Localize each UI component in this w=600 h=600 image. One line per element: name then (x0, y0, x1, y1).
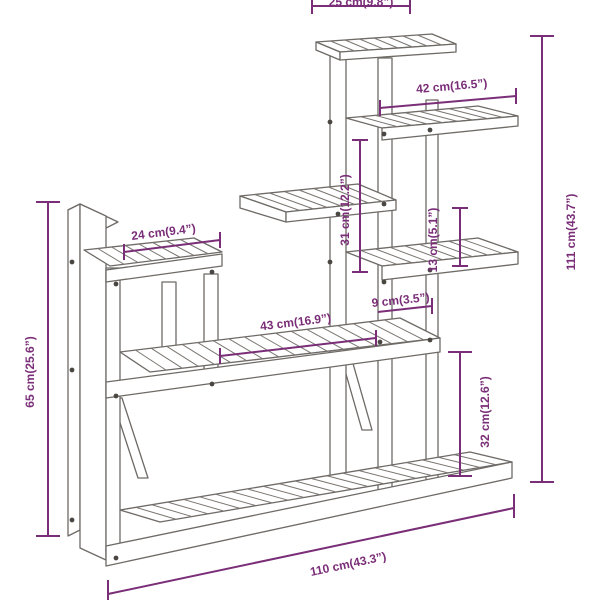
shelf-slat (404, 245, 443, 261)
shelf-slat (344, 39, 370, 51)
shelf-slat (404, 112, 443, 124)
shelf-slat (278, 483, 321, 496)
middle-shelf (105, 317, 441, 399)
shelf-slat (152, 242, 181, 258)
shelf-slat (375, 248, 413, 264)
shelf-slat (231, 491, 273, 504)
shelf-slat (310, 477, 353, 490)
shelf-slat (228, 338, 264, 360)
shelf-slat (215, 493, 257, 507)
shelf-slat (97, 248, 125, 265)
shelf-slat (384, 319, 425, 341)
shelf-slat (422, 459, 465, 471)
bolts (69, 119, 433, 561)
shelf-slat (389, 246, 428, 262)
shelf-slat (151, 504, 193, 518)
top-width-label: 25 cm(9.8”) (329, 0, 394, 9)
shelf-slat (180, 239, 209, 255)
wing-shelf (239, 183, 397, 223)
shelf-slat (402, 35, 428, 47)
shelf-slat (419, 110, 458, 122)
shelf-slat (375, 114, 413, 126)
shelf-slat (138, 243, 167, 260)
left-height-label: 65 cm(25.6”) (23, 336, 37, 407)
shelf-slat (328, 186, 369, 204)
shelf-slat (417, 34, 442, 46)
shelf-slat (259, 334, 296, 356)
lower-height-label: 32 cm(12.6”) (478, 376, 492, 447)
shelf-slat (306, 328, 344, 350)
shelf-slat (275, 332, 312, 354)
shelf-slat (269, 192, 314, 210)
shelf-slat (254, 194, 300, 211)
shelf-slat (390, 464, 433, 477)
total-height-label: 111 cm(43.7”) (564, 194, 578, 271)
shelf-slat (284, 191, 328, 208)
shelf-slat (358, 469, 401, 482)
shelf-slat (353, 323, 392, 345)
shelf-slat (360, 249, 398, 265)
shelf-slat (463, 106, 504, 118)
shelf-slat (389, 113, 428, 125)
shelf-slat (433, 109, 473, 121)
shelf-slat (373, 37, 399, 49)
middle-gap-line (377, 305, 433, 313)
bottom-shelf (105, 451, 513, 567)
shelf-slat (463, 239, 504, 255)
shelf-slat (150, 347, 183, 369)
shelf-slat (359, 38, 384, 50)
shelf-slat (135, 506, 177, 520)
shelf-slat (448, 240, 488, 256)
top-shelf (315, 33, 457, 61)
shelf-slat (197, 342, 231, 363)
shelf-slat (294, 480, 337, 493)
left-shelf-width-line (123, 239, 221, 253)
shelf-slat (263, 485, 305, 498)
total-width-line (107, 507, 515, 595)
shelf-slat (406, 462, 449, 474)
top-shelf-width-label: 42 cm(16.5”) (415, 76, 487, 96)
middle-gap-label: 9 cm(3.5”) (371, 290, 430, 310)
shelf-slat (247, 488, 289, 501)
shelf-slat (166, 345, 199, 367)
shelf-slat (321, 327, 360, 348)
shelf-slat (125, 245, 153, 262)
shelf-slat (167, 501, 209, 515)
shelf-slat (135, 349, 167, 371)
shelf-slat (453, 454, 497, 466)
shelf-slat (337, 325, 376, 346)
shelf-slat (290, 330, 328, 352)
shelf-slat (419, 243, 458, 259)
shelf-slat (326, 475, 369, 488)
middle-shelf-width-line (219, 337, 377, 357)
shelf-slat (199, 496, 241, 509)
shelf-slat (244, 336, 280, 358)
shelf-slat (360, 116, 398, 128)
shelf-slat (448, 108, 488, 120)
shelf-slat (313, 188, 355, 205)
shelf-slat (181, 344, 215, 365)
shelf-slat (388, 36, 413, 48)
upper-right-shelf (345, 105, 519, 141)
shelf-slat (368, 321, 409, 343)
top-shelf-width-line (379, 95, 517, 109)
shelf-slat (343, 185, 383, 202)
right-middle-shelf (345, 237, 519, 281)
plant-stand-drawing (67, 33, 519, 567)
shelf-slat (298, 189, 342, 207)
shelf-slat (342, 472, 385, 485)
shelf-slat (183, 498, 225, 512)
dimension-lines (36, 0, 554, 600)
shelf-slat (213, 340, 247, 362)
upper-gap-label: 31 cm(12.2”) (338, 174, 352, 245)
shelf-slat (433, 242, 473, 258)
total-width-label: 110 cm(43.3”) (309, 549, 388, 579)
shelf-slat (374, 467, 417, 479)
shelf-slat (330, 40, 355, 52)
small-gap-label: 13 cm(5.1”) (426, 208, 440, 273)
shelf-slat (166, 240, 195, 256)
